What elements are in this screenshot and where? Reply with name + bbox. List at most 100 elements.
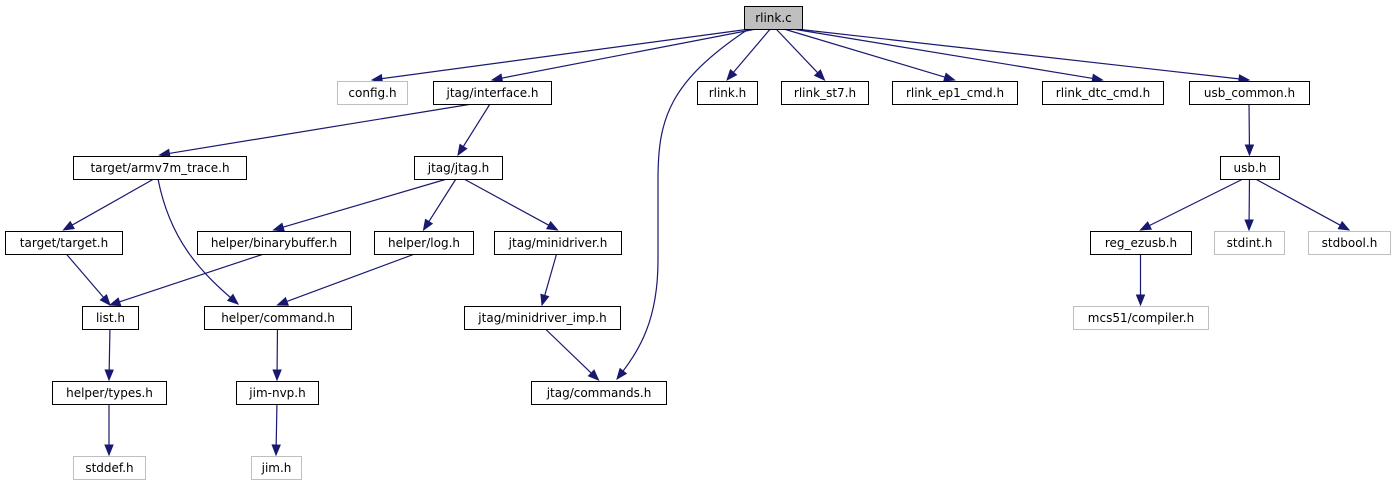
node-target-armv7m-trace-h[interactable]: target/armv7m_trace.h: [73, 156, 247, 180]
node-rlink-c[interactable]: rlink.c: [744, 6, 803, 30]
node-rlink-ep1-cmd-h[interactable]: rlink_ep1_cmd.h: [892, 81, 1018, 105]
edge-usb_h-to-stdint_h: [1244, 178, 1254, 232]
node-jtag-interface-h[interactable]: jtag/interface.h: [433, 81, 552, 105]
edge-jtag_jtag_h-to-helper_log_h: [422, 178, 457, 232]
node-jtag-minidriver-h[interactable]: jtag/minidriver.h: [494, 231, 622, 255]
node-box: [433, 81, 552, 105]
node-stdbool-h: stdbool.h: [1308, 231, 1391, 255]
node-box: [1189, 81, 1310, 105]
node-box: [374, 231, 474, 255]
node-usb-common-h[interactable]: usb_common.h: [1189, 81, 1310, 105]
node-helper-types-h[interactable]: helper/types.h: [52, 381, 167, 405]
edge-helper_log_h-to-helper_command_h: [276, 253, 415, 306]
node-label: jtag/minidriver.h: [508, 236, 608, 250]
node-label: stdint.h: [1227, 236, 1273, 250]
node-list-h[interactable]: list.h: [82, 306, 139, 330]
node-box: [1073, 306, 1209, 330]
node-helper-command-h[interactable]: helper/command.h: [204, 306, 352, 330]
arrowhead: [1135, 294, 1146, 307]
node-rlink-dtc-cmd-h[interactable]: rlink_dtc_cmd.h: [1042, 81, 1164, 105]
node-label: rlink_dtc_cmd.h: [1056, 86, 1150, 100]
node-jtag-minidriver-imp-h[interactable]: jtag/minidriver_imp.h: [464, 306, 621, 330]
node-label: config.h: [348, 86, 396, 100]
node-label: jtag/minidriver_imp.h: [477, 311, 606, 325]
edge-list_h-to-helper_types_h: [104, 328, 114, 382]
node-target-target-h[interactable]: target/target.h: [5, 231, 123, 255]
node-box: [1042, 81, 1164, 105]
node-box: [1308, 231, 1391, 255]
edge-reg_ezusb_h-to-mcs51_compiler_h: [1135, 254, 1146, 307]
edge-rlink_c-to-jtag_commands_h: [616, 27, 751, 381]
node-box: [236, 381, 319, 405]
node-label: target/armv7m_trace.h: [90, 161, 229, 175]
arrowhead: [276, 296, 289, 306]
node-box: [197, 231, 351, 255]
edge-usb_h-to-reg_ezusb_h: [1139, 178, 1244, 231]
edge-target_target_h-to-list_h: [65, 253, 111, 307]
node-jim-h: jim.h: [251, 456, 302, 480]
node-label: jim.h: [261, 461, 292, 475]
node-label: stdbool.h: [1322, 236, 1378, 250]
arrowhead: [104, 444, 114, 457]
edge-target_armv7m_trace_h-to-helper_command_h: [157, 178, 240, 305]
node-label: rlink.h: [709, 86, 747, 100]
node-helper-binarybuffer-h[interactable]: helper/binarybuffer.h: [197, 231, 351, 255]
arrowhead: [108, 297, 122, 307]
node-box: [1220, 156, 1280, 180]
node-label: jtag/jtag.h: [427, 161, 489, 175]
node-box: [892, 81, 1018, 105]
node-jim-nvp-h[interactable]: jim-nvp.h: [236, 381, 319, 405]
node-label: target/target.h: [20, 236, 108, 250]
node-label: mcs51/compiler.h: [1088, 311, 1194, 325]
node-label: helper/binarybuffer.h: [211, 236, 337, 250]
nodes-layer: rlink.c config.h jtag/interface.h rlink.h rl…: [5, 6, 1391, 480]
node-rlink-h[interactable]: rlink.h: [697, 81, 758, 105]
node-label: jtag/interface.h: [446, 86, 539, 100]
node-box: [1090, 231, 1192, 255]
edge-target_armv7m_trace_h-to-target_target_h: [62, 178, 155, 231]
node-box: [251, 456, 302, 480]
node-box: [82, 306, 139, 330]
edge-jtag_interface_h-to-jtag_jtag_h: [457, 103, 491, 157]
edge-jtag_minidriver_h-to-jtag_minidriver_imp_h: [540, 253, 558, 307]
edge-rlink_c-to-usb_common_h: [795, 28, 1251, 84]
node-jtag-jtag-h[interactable]: jtag/jtag.h: [414, 156, 503, 180]
arrowhead: [1139, 221, 1153, 231]
node-box: [464, 306, 621, 330]
node-helper-log-h[interactable]: helper/log.h: [374, 231, 474, 255]
node-box: [697, 81, 758, 105]
node-label: helper/command.h: [221, 311, 335, 325]
edge-helper_types_h-to-stddef_h: [104, 404, 114, 457]
edge-usb_common_h-to-usb_h: [1244, 103, 1255, 157]
arrowhead: [546, 220, 559, 231]
arrowhead: [272, 369, 282, 382]
node-reg-ezusb-h[interactable]: reg_ezusb.h: [1090, 231, 1192, 255]
node-config-h: config.h: [337, 81, 408, 105]
node-label: reg_ezusb.h: [1105, 236, 1177, 250]
edge-rlink_c-to-rlink_h: [726, 28, 771, 82]
arrowhead: [226, 293, 240, 305]
node-usb-h[interactable]: usb.h: [1220, 156, 1280, 180]
edge-usb_h-to-stdbool_h: [1255, 178, 1351, 231]
arrowhead: [490, 73, 504, 83]
arrowhead: [726, 68, 738, 82]
node-box: [52, 381, 167, 405]
edge-rlink_c-to-rlink_ep1_cmd_h: [783, 28, 956, 82]
node-mcs51-compiler-h: mcs51/compiler.h: [1073, 306, 1209, 330]
node-box: [1214, 231, 1285, 255]
edge-jtag_jtag_h-to-jtag_minidriver_h: [463, 178, 559, 231]
node-label: usb.h: [1234, 161, 1267, 175]
node-rlink-st7-h[interactable]: rlink_st7.h: [781, 81, 869, 105]
arrowhead: [1337, 220, 1351, 231]
arrowhead: [104, 369, 114, 382]
node-box: [744, 6, 803, 30]
edge-jtag_minidriver_imp_h-to-jtag_commands_h: [544, 328, 600, 381]
arrowhead: [540, 293, 550, 307]
node-label: jim-nvp.h: [248, 386, 305, 400]
node-box: [531, 381, 667, 405]
edge-jim_nvp_h-to-jim_h: [271, 403, 281, 457]
node-label: list.h: [96, 311, 125, 325]
arrowhead: [587, 369, 600, 381]
node-jtag-commands-h[interactable]: jtag/commands.h: [531, 381, 667, 405]
arrowhead: [1244, 219, 1254, 232]
